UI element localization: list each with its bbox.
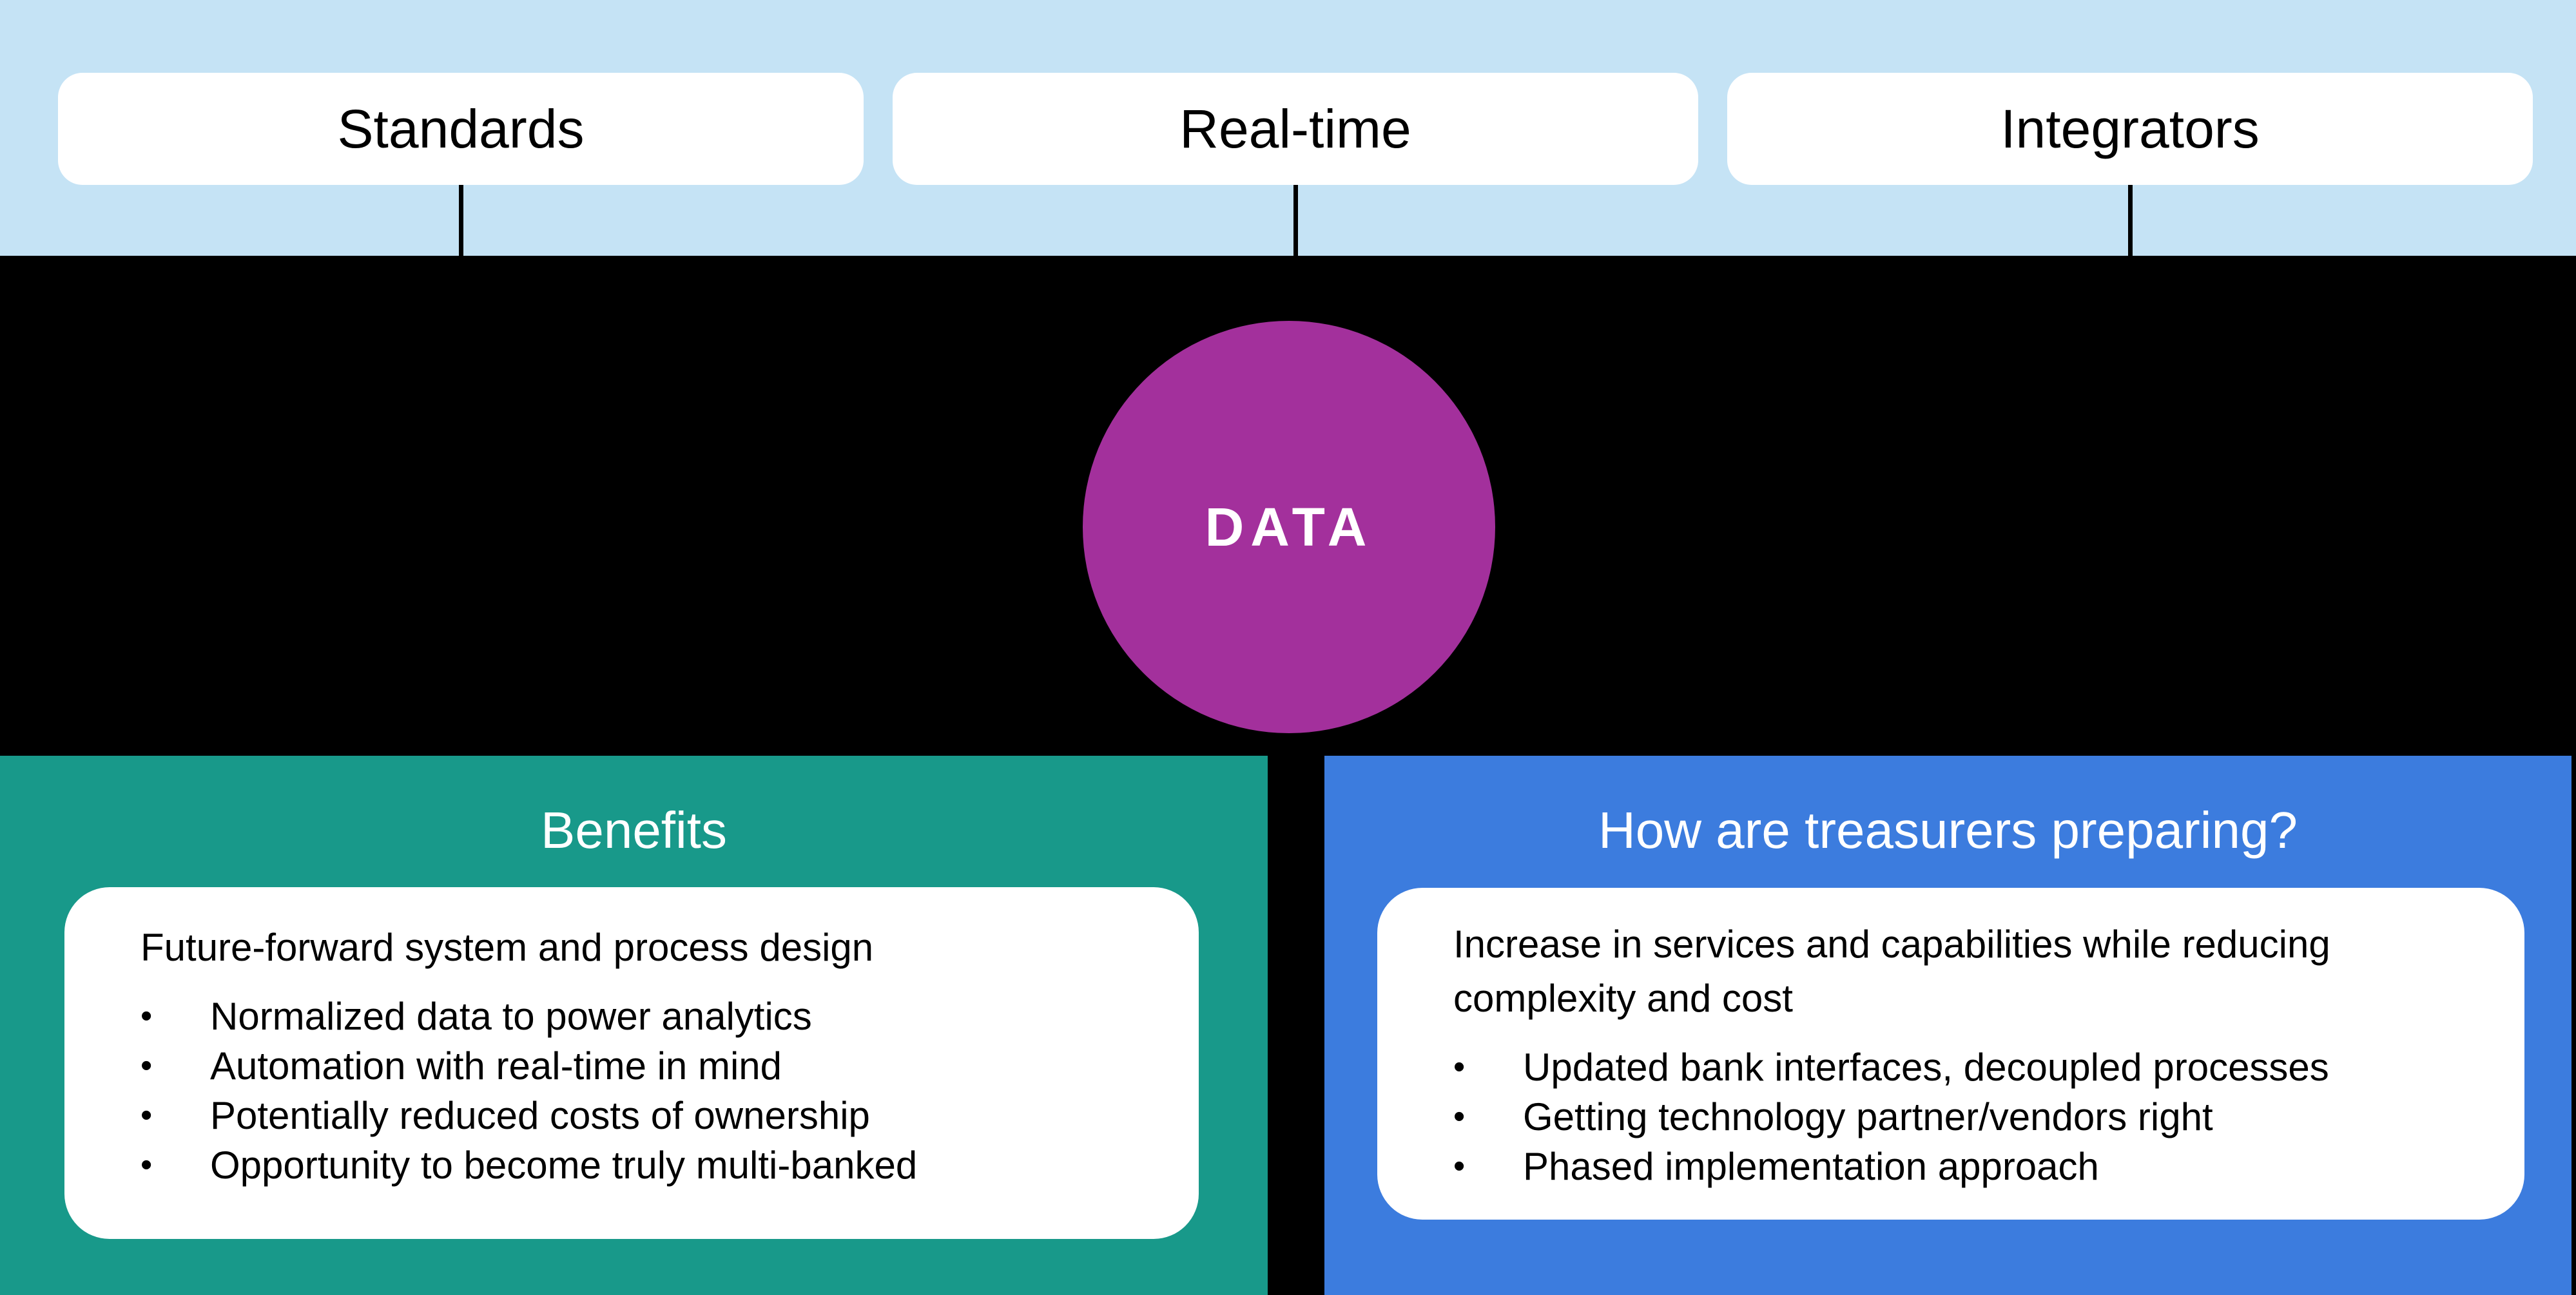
- bullet-dot: •: [140, 1047, 153, 1084]
- bullet-text: Updated bank interfaces, decoupled proce…: [1523, 1046, 2329, 1089]
- pill-integrators-label: Integrators: [2000, 98, 2260, 159]
- panel-preparing: How are treasurers preparing? Increase i…: [1324, 756, 2571, 1295]
- list-item: • Opportunity to become truly multi-bank…: [140, 1140, 1141, 1190]
- preparing-bullet-list: • Updated bank interfaces, decoupled pro…: [1453, 1042, 2473, 1191]
- bullet-dot: •: [1453, 1048, 1466, 1086]
- connector-line-standards: [459, 185, 463, 256]
- benefits-bullet-list: • Normalized data to power analytics • A…: [140, 992, 1141, 1190]
- panel-benefits-title: Benefits: [540, 801, 728, 859]
- pill-integrators: Integrators: [1727, 73, 2533, 185]
- list-item: • Getting technology partner/vendors rig…: [1453, 1092, 2473, 1142]
- bullet-text: Opportunity to become truly multi-banked: [210, 1144, 918, 1187]
- bullet-text: Phased implementation approach: [1523, 1145, 2099, 1188]
- bullet-text: Normalized data to power analytics: [210, 995, 812, 1038]
- bullet-dot: •: [1453, 1147, 1466, 1185]
- top-band: Standards Real-time Integrators: [0, 0, 2576, 256]
- list-item: • Potentially reduced costs of ownership: [140, 1091, 1141, 1140]
- bullet-dot: •: [140, 997, 153, 1035]
- connector-line-real-time: [1293, 185, 1298, 256]
- panel-benefits: Benefits Future-forward system and proce…: [0, 756, 1268, 1295]
- bullet-dot: •: [1453, 1098, 1466, 1135]
- bullet-text: Potentially reduced costs of ownership: [210, 1094, 870, 1137]
- benefits-card-heading: Future-forward system and process design: [140, 926, 874, 969]
- list-item: • Normalized data to power analytics: [140, 992, 1141, 1041]
- pill-standards-label: Standards: [337, 98, 585, 159]
- pill-standards: Standards: [58, 73, 864, 185]
- preparing-card: Increase in services and capabilities wh…: [1377, 888, 2524, 1220]
- bullet-dot: •: [140, 1097, 153, 1134]
- bullet-dot: •: [140, 1146, 153, 1184]
- benefits-card: Future-forward system and process design…: [64, 887, 1199, 1239]
- pill-real-time-label: Real-time: [1179, 98, 1411, 159]
- data-circle-label: DATA: [1205, 496, 1373, 557]
- list-item: • Automation with real-time in mind: [140, 1041, 1141, 1091]
- bullet-text: Automation with real-time in mind: [210, 1044, 782, 1088]
- preparing-card-heading: Increase in services and capabilities wh…: [1453, 923, 2330, 1020]
- list-item: • Updated bank interfaces, decoupled pro…: [1453, 1042, 2473, 1092]
- pill-real-time: Real-time: [893, 73, 1698, 185]
- list-item: • Phased implementation approach: [1453, 1142, 2473, 1191]
- panel-preparing-title: How are treasurers preparing?: [1598, 801, 2298, 859]
- data-circle: DATA: [1083, 321, 1495, 733]
- connector-line-integrators: [2128, 185, 2133, 256]
- bullet-text: Getting technology partner/vendors right: [1523, 1095, 2213, 1138]
